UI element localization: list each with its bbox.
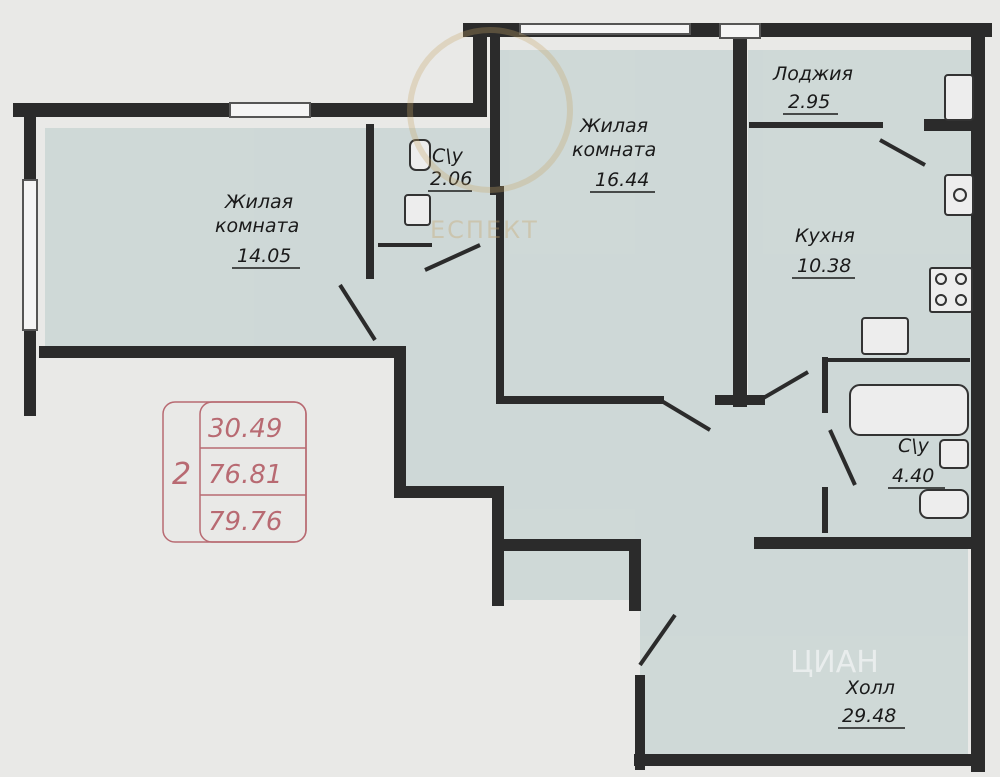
svg-text:Лоджия: Лоджия (772, 63, 853, 85)
living-area: 30.49 (208, 414, 282, 444)
svg-text:комната: комната (215, 215, 299, 237)
total-area: 76.81 (208, 460, 282, 490)
area-summary (162, 401, 307, 543)
svg-text:Холл: Холл (845, 677, 895, 699)
svg-text:Кухня: Кухня (795, 225, 855, 247)
sink-icon (404, 194, 431, 226)
brand-logo-watermark (407, 27, 573, 193)
svg-text:Жилая: Жилая (579, 115, 648, 137)
room-label-living1: Жилая комната 14.05 (215, 191, 300, 269)
total-with-loggia: 79.76 (208, 507, 282, 537)
room-label-living2: Жилая комната 16.44 (572, 115, 656, 193)
washbasin-icon (939, 439, 969, 469)
brand-watermark: ЕСПЕКТ (430, 216, 539, 244)
room-label-kitchen: Кухня 10.38 (792, 225, 855, 279)
wc-icon (919, 489, 969, 519)
svg-text:Жилая: Жилая (224, 191, 293, 213)
room-count: 2 (172, 457, 191, 492)
svg-text:С\у: С\у (898, 435, 930, 457)
svg-text:комната: комната (572, 139, 656, 161)
svg-text:2.06: 2.06 (430, 168, 472, 190)
boiler-icon (944, 74, 974, 121)
room-label-hall: Холл 29.48 (838, 677, 905, 729)
svg-text:4.40: 4.40 (892, 465, 934, 487)
room-label-bath-small: С\у 2.06 (428, 145, 472, 192)
svg-text:С\у: С\у (432, 145, 464, 167)
bottom-watermark: ЦИАН (790, 645, 879, 680)
toilet-icon (409, 139, 431, 171)
windows (22, 23, 761, 331)
room-label-loggia: Лоджия 2.95 (772, 63, 853, 115)
svg-text:14.05: 14.05 (237, 245, 291, 267)
bathtub-icon (849, 384, 969, 436)
svg-text:2.95: 2.95 (788, 91, 830, 113)
doors (338, 138, 926, 667)
room-label-bath-large: С\у 4.40 (888, 435, 945, 489)
svg-text:29.48: 29.48 (842, 705, 896, 727)
floor-area (45, 50, 973, 765)
svg-text:10.38: 10.38 (797, 255, 851, 277)
stove-icon (929, 267, 973, 313)
walls (13, 23, 992, 772)
fixtures (404, 74, 974, 519)
kitchen-sink-icon (861, 317, 909, 355)
svg-text:16.44: 16.44 (595, 169, 649, 191)
